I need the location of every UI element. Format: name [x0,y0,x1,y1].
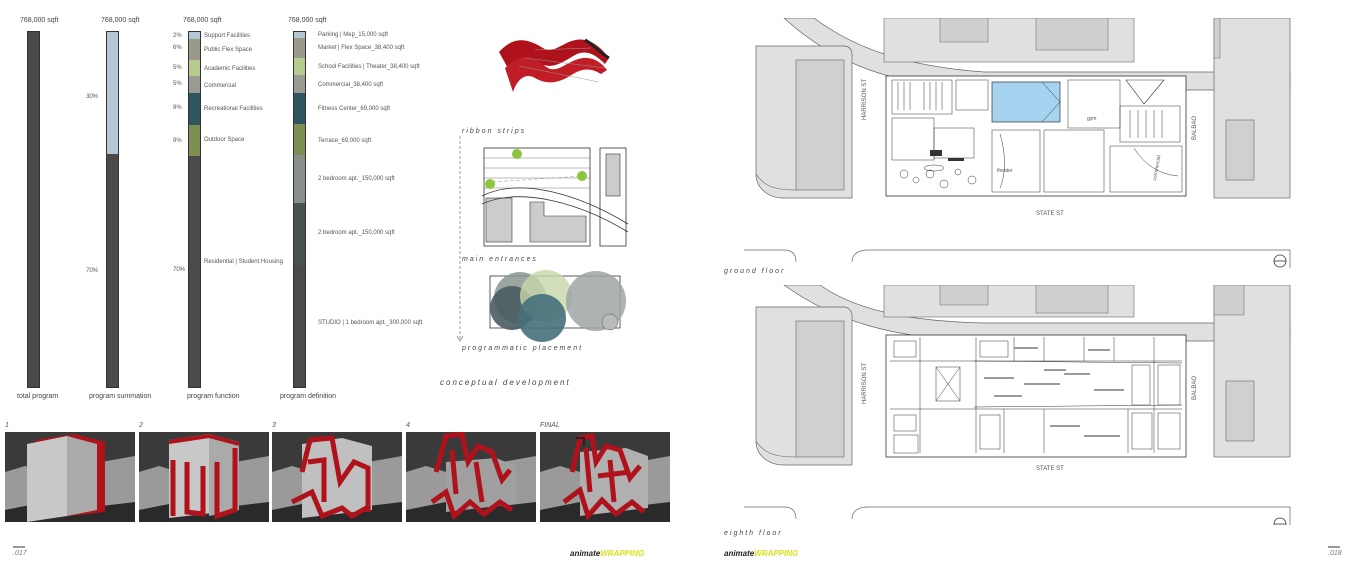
function-seg-residential [189,156,200,387]
definition-label-5: Terrace_69,000 sqft [318,138,372,144]
col3-header: 768,000 sqft [183,17,222,24]
function-label-4: Recreational Facilities [204,106,263,112]
definition-seg-studio [294,265,305,387]
step-label-1: 1 [5,422,9,429]
definition-seg-terrace [294,124,305,155]
col4-label: program definition [280,393,337,400]
function-seg-support [189,32,200,39]
col1-header: 768,000 sqft [20,17,59,24]
left-page: 768,000 sqft 768,000 sqft 768,000 sqft 7… [5,17,670,558]
definition-seg-fitness [294,93,305,124]
definition-label-6: 2 bedroom apt._150,000 sqft [318,176,395,182]
ground-street-west: HARRISON ST [862,78,868,120]
function-label-1: Public Flex Space [204,47,253,53]
function-seg-academic [189,60,200,76]
ribbon-strips-label: ribbon strips [462,128,527,135]
summation-segment-70 [107,154,118,387]
definition-seg-market [294,38,305,58]
page-number-rule-right [1328,546,1340,548]
massing-step-2 [139,432,269,522]
function-label-2: Academic Facilities [204,66,256,72]
eighth-street-east: BALBAO [1192,375,1198,400]
function-pct-3: 5% [173,81,182,87]
function-label-3: Commercial [204,83,237,89]
eighth-street-south: STATE ST [1036,466,1064,472]
function-label-6: Residential | Student Housing [204,259,283,265]
summation-pct-top: 30% [86,94,99,100]
ground-floor-title: ground floor [724,268,786,275]
function-pct-5: 9% [173,138,182,144]
summation-bar [106,31,119,388]
definition-seg-2bed-b [294,203,305,265]
conceptual-development-caption: conceptual development [440,378,571,387]
col1-label: total program [17,393,59,400]
definition-label-1: Market | Flex Space_38,400 sqft [318,45,405,51]
ground-street-south: STATE ST [1036,211,1064,217]
definition-label-0: Parking | Mep_15,000 sqft [318,32,388,38]
definition-bar [293,31,306,388]
function-pct-0: 2% [173,33,182,39]
step-label-final: FINAL [540,422,560,429]
step-label-3: 3 [272,422,276,429]
definition-label-4: Fitness Center_69,000 sqft [318,106,391,112]
function-pct-6: 70% [173,267,186,273]
eighth-floor-plan [744,285,1304,525]
brand-left-suffix: WRAPPING [600,549,645,558]
brand-right-suffix: WRAPPING [754,549,799,558]
definition-seg-school [294,58,305,75]
summation-segment-30 [107,32,118,154]
brand-right: animateWRAPPING [724,549,798,558]
function-seg-recreational [189,93,200,125]
col3-label: program function [187,393,240,400]
step-label-4: 4 [406,422,410,429]
function-pct-4: 9% [173,105,182,111]
col4-header: 768,000 sqft [288,17,327,24]
col2-label: program summation [89,393,152,400]
eighth-street-west: HARRISON ST [862,362,868,404]
definition-label-2: School Facilities | Theater_38,400 sqft [318,64,420,70]
brand-left-prefix: animate [570,549,601,558]
ground-room-theater: theater [997,168,1013,174]
massing-step-4 [406,432,536,522]
ribbon-sketch [499,38,610,92]
ground-street-east: BALBAO [1192,115,1198,140]
ground-room-gym: gym [1087,116,1097,122]
main-entrances-label: main entrances [462,256,538,263]
definition-label-7: 2 bedroom apt._150,000 sqft [318,230,395,236]
page-number-right: .018 [1328,550,1342,557]
function-seg-outdoor [189,125,200,156]
definition-seg-parking [294,32,305,38]
massing-step-final [540,432,670,522]
ground-floor-plan [744,18,1304,268]
function-pct-1: 6% [173,45,182,51]
summation-pct-bottom: 70% [86,268,99,274]
col2-header: 768,000 sqft [101,17,140,24]
right-page: HARRISON ST BALBAO STATE ST gym theater … [684,0,1368,576]
programmatic-placement-label: programmatic placement [462,345,584,352]
eighth-floor-title: eighth floor [724,530,783,537]
definition-seg-commercial [294,75,305,93]
function-label-0: Support Facilities [204,33,251,39]
function-bar [188,31,201,388]
function-label-5: Outdoor Space [204,137,245,143]
brand-left: animateWRAPPING [570,549,644,558]
step-label-2: 2 [139,422,143,429]
brand-right-prefix: animate [724,549,755,558]
concept-diagram [456,136,629,342]
definition-label-3: Commercial_38,400 sqft [318,82,384,88]
function-pct-2: 5% [173,65,182,71]
definition-label-8: STUDIO | 1 bedroom apt._300,000 sqft [318,320,423,326]
definition-seg-2bed-a [294,155,305,203]
function-seg-public-flex [189,39,200,60]
function-seg-commercial [189,76,200,93]
massing-step-1 [5,432,135,522]
massing-step-3 [272,432,402,522]
page-number-rule-left [13,546,25,548]
total-program-bar [27,31,40,388]
page-number-left: .017 [13,550,27,557]
